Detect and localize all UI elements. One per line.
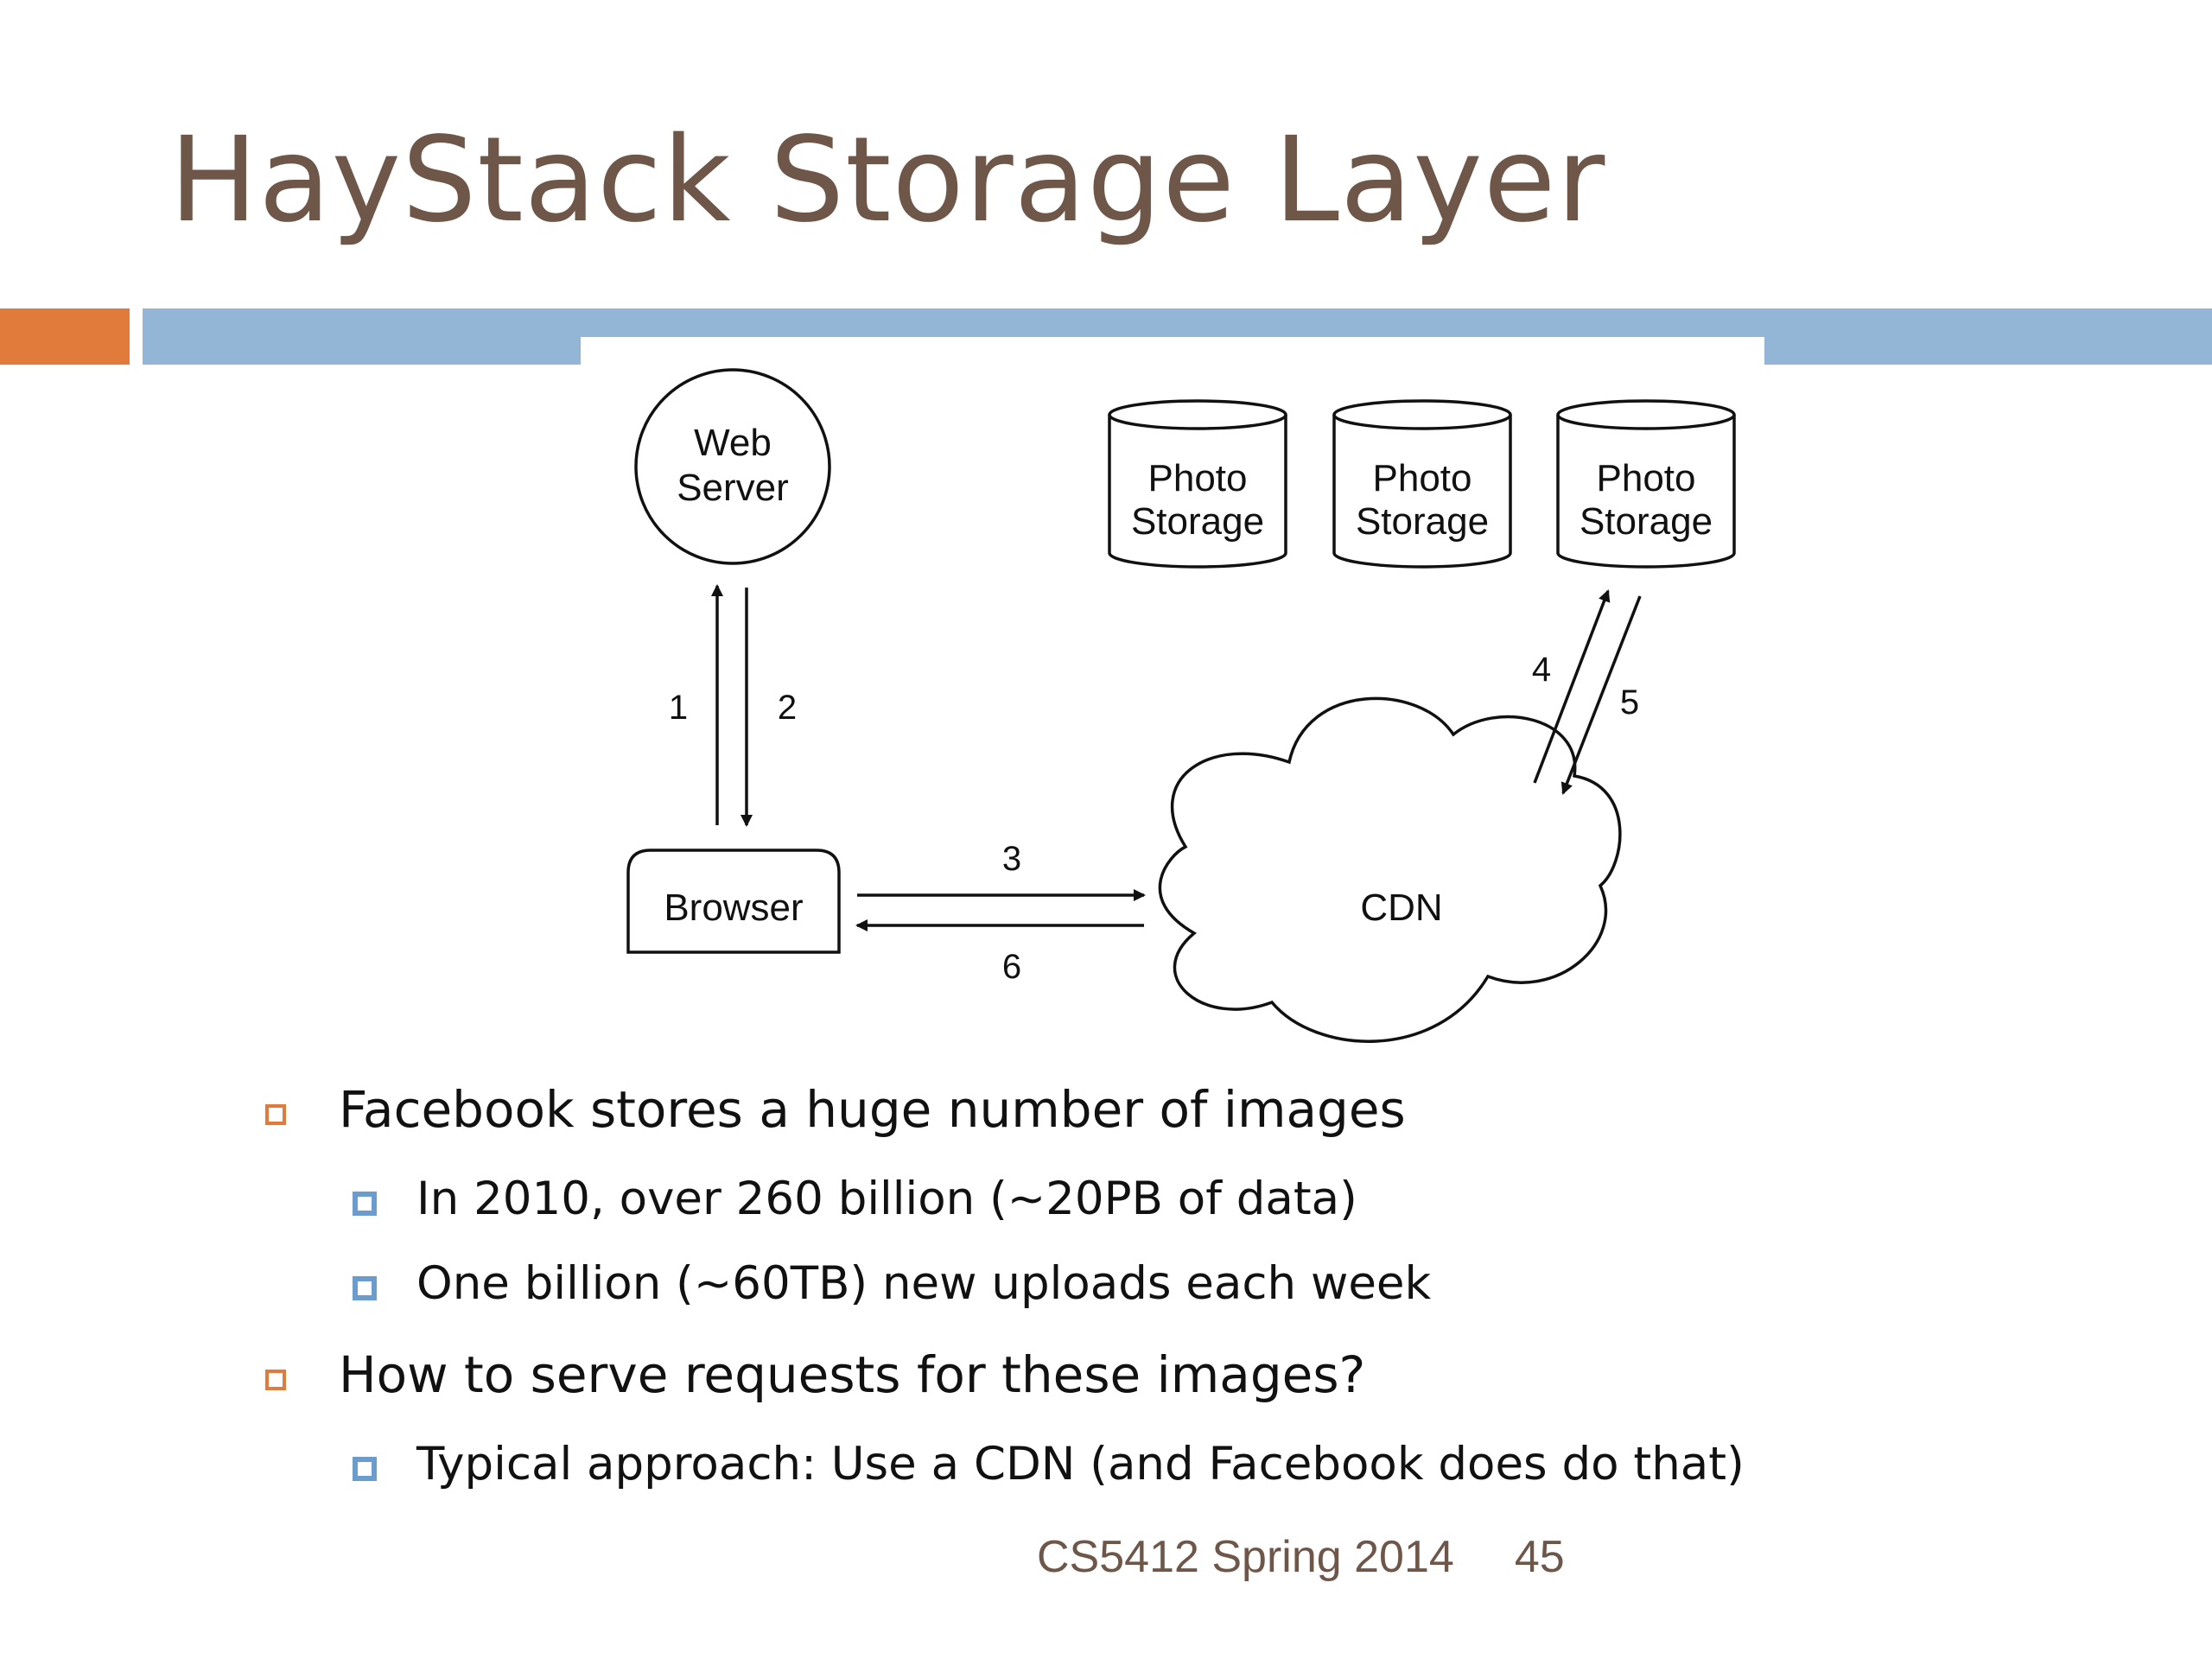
photo-storage-node: Photo Storage xyxy=(1108,399,1287,569)
web-server-node: Web Server xyxy=(634,368,831,565)
edge-5-label: 5 xyxy=(1620,683,1639,721)
bullet-text: Facebook stores a huge number of images xyxy=(339,1080,1406,1139)
bullet-item: How to serve requests for these images? xyxy=(265,1345,1366,1404)
sub-bullet-item: One billion (~60TB) new uploads each wee… xyxy=(353,1257,1432,1310)
bullet-item: Facebook stores a huge number of images xyxy=(265,1080,1406,1139)
edge-4-label: 4 xyxy=(1532,651,1551,689)
web-server-label-line1: Web xyxy=(694,422,772,464)
edge-2-label: 2 xyxy=(778,689,797,727)
title-accent-bar-orange xyxy=(0,308,130,365)
bullet-square-icon xyxy=(265,1370,286,1390)
sub-bullet-item: In 2010, over 260 billion (~20PB of data… xyxy=(353,1173,1357,1225)
sub-bullet-square-icon xyxy=(353,1457,377,1481)
slide-title: HayStack Storage Layer xyxy=(169,112,1606,249)
slide-footer: CS5412 Spring 2014 45 xyxy=(1037,1531,1565,1583)
browser-label: Browser xyxy=(664,887,803,929)
sub-bullet-square-icon xyxy=(353,1192,377,1216)
cdn-cloud-node: CDN xyxy=(1158,696,1622,1043)
photo-storage-node: Photo Storage xyxy=(1332,399,1512,569)
bullet-text: How to serve requests for these images? xyxy=(339,1345,1366,1404)
edge-3-label: 3 xyxy=(1002,840,1021,878)
bullet-square-icon xyxy=(265,1104,286,1125)
photo-storage-label-line1: Photo xyxy=(1148,457,1248,499)
photo-storage-label-line1: Photo xyxy=(1597,457,1696,499)
diagram-svg: Web Server Browser Photo Storage Photo S… xyxy=(626,368,1736,1043)
edge-6-label: 6 xyxy=(1002,948,1021,986)
photo-storage-label-line2: Storage xyxy=(1580,500,1713,543)
web-server-label-line2: Server xyxy=(677,467,789,509)
sub-bullet-text: One billion (~60TB) new uploads each wee… xyxy=(416,1257,1432,1310)
cdn-label: CDN xyxy=(1360,887,1442,929)
edge-5-arrow xyxy=(1560,595,1642,795)
browser-node: Browser xyxy=(626,849,841,954)
edge-1-label: 1 xyxy=(669,689,688,727)
architecture-diagram: Web Server Browser Photo Storage Photo S… xyxy=(581,337,1764,1071)
course-label: CS5412 Spring 2014 xyxy=(1037,1532,1454,1582)
photo-storage-label-line2: Storage xyxy=(1131,500,1264,543)
sub-bullet-text: In 2010, over 260 billion (~20PB of data… xyxy=(416,1173,1357,1225)
sub-bullet-text: Typical approach: Use a CDN (and Faceboo… xyxy=(416,1438,1745,1491)
edge-4-arrow xyxy=(1533,589,1611,784)
photo-storage-label-line2: Storage xyxy=(1356,500,1489,543)
page-number: 45 xyxy=(1514,1532,1565,1582)
photo-storage-node: Photo Storage xyxy=(1556,399,1736,569)
sub-bullet-item: Typical approach: Use a CDN (and Faceboo… xyxy=(353,1438,1745,1491)
sub-bullet-square-icon xyxy=(353,1276,377,1300)
photo-storage-label-line1: Photo xyxy=(1373,457,1472,499)
